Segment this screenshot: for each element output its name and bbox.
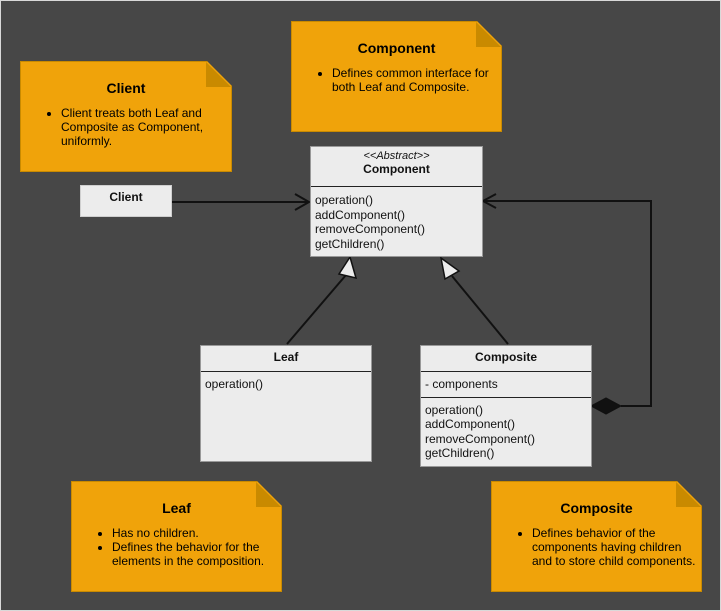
client-association-arrowhead [294,193,312,211]
method-item: operation() [315,193,374,207]
attribute-item: - components [425,377,498,391]
class-component-header: <<Abstract>> Component [311,147,482,187]
composite-aggregation-line [483,200,652,407]
composite-aggregation-arrowhead [480,193,497,209]
method-item: addComponent() [425,417,516,431]
composite-generalization-triangle [439,256,461,281]
note-leaf-bullets: Has no children. Defines the behavior fo… [72,526,281,568]
class-composite-name: Composite [474,350,537,364]
class-leaf-name: Leaf [273,350,299,364]
class-client[interactable]: Client [80,185,172,217]
class-component-name: Component [363,162,430,176]
method-item: addComponent() [315,207,406,222]
class-client-name: Client [109,190,143,204]
note-leaf-title: Leaf [162,500,191,516]
note-leaf-bullet: Defines the behavior for the elements in… [112,540,281,568]
note-composite-bullets: Defines behavior of the components havin… [492,526,701,568]
class-leaf-methods: operation() [201,372,371,395]
class-composite[interactable]: Composite - components operation() addCo… [420,345,592,467]
note-component: Component Defines common interface for b… [291,21,502,132]
class-leaf-header: Leaf [201,346,371,372]
note-leaf: Leaf Has no children. Defines the behavi… [71,481,282,592]
note-component-title: Component [357,40,436,56]
note-leaf-bullet: Has no children. [112,526,281,540]
leaf-generalization-triangle [337,255,358,280]
composite-generalization-line [451,275,509,345]
note-client-bullets: Client treats both Leaf and Composite as… [21,106,231,148]
method-item: removeComponent() [425,431,536,446]
class-leaf[interactable]: Leaf operation() [200,345,372,462]
method-item: operation() [425,402,484,417]
note-client: Client Client treats both Leaf and Compo… [20,61,232,172]
note-composite-bullet: Defines behavior of the components havin… [532,526,701,568]
note-component-bullets: Defines common interface for both Leaf a… [292,66,501,94]
class-composite-attributes: - components [421,372,591,398]
note-composite: Composite Defines behavior of the compon… [491,481,702,592]
class-component[interactable]: <<Abstract>> Component operation() addCo… [310,146,483,257]
class-composite-header: Composite [421,346,591,372]
note-component-bullet: Defines common interface for both Leaf a… [332,66,501,94]
note-composite-title: Composite [560,500,633,516]
method-item: getChildren() [425,446,495,460]
class-component-stereotype: <<Abstract>> [363,150,430,162]
class-composite-methods: operation() addComponent() removeCompone… [421,398,591,464]
method-item: getChildren() [315,236,385,251]
composite-aggregation-diamond [589,397,623,415]
note-client-title: Client [106,80,146,96]
leaf-generalization-line [286,274,347,345]
class-component-methods: operation() addComponent() removeCompone… [311,187,482,254]
method-item: removeComponent() [315,222,426,236]
method-item: operation() [205,377,264,391]
note-client-bullet: Client treats both Leaf and Composite as… [61,106,231,148]
